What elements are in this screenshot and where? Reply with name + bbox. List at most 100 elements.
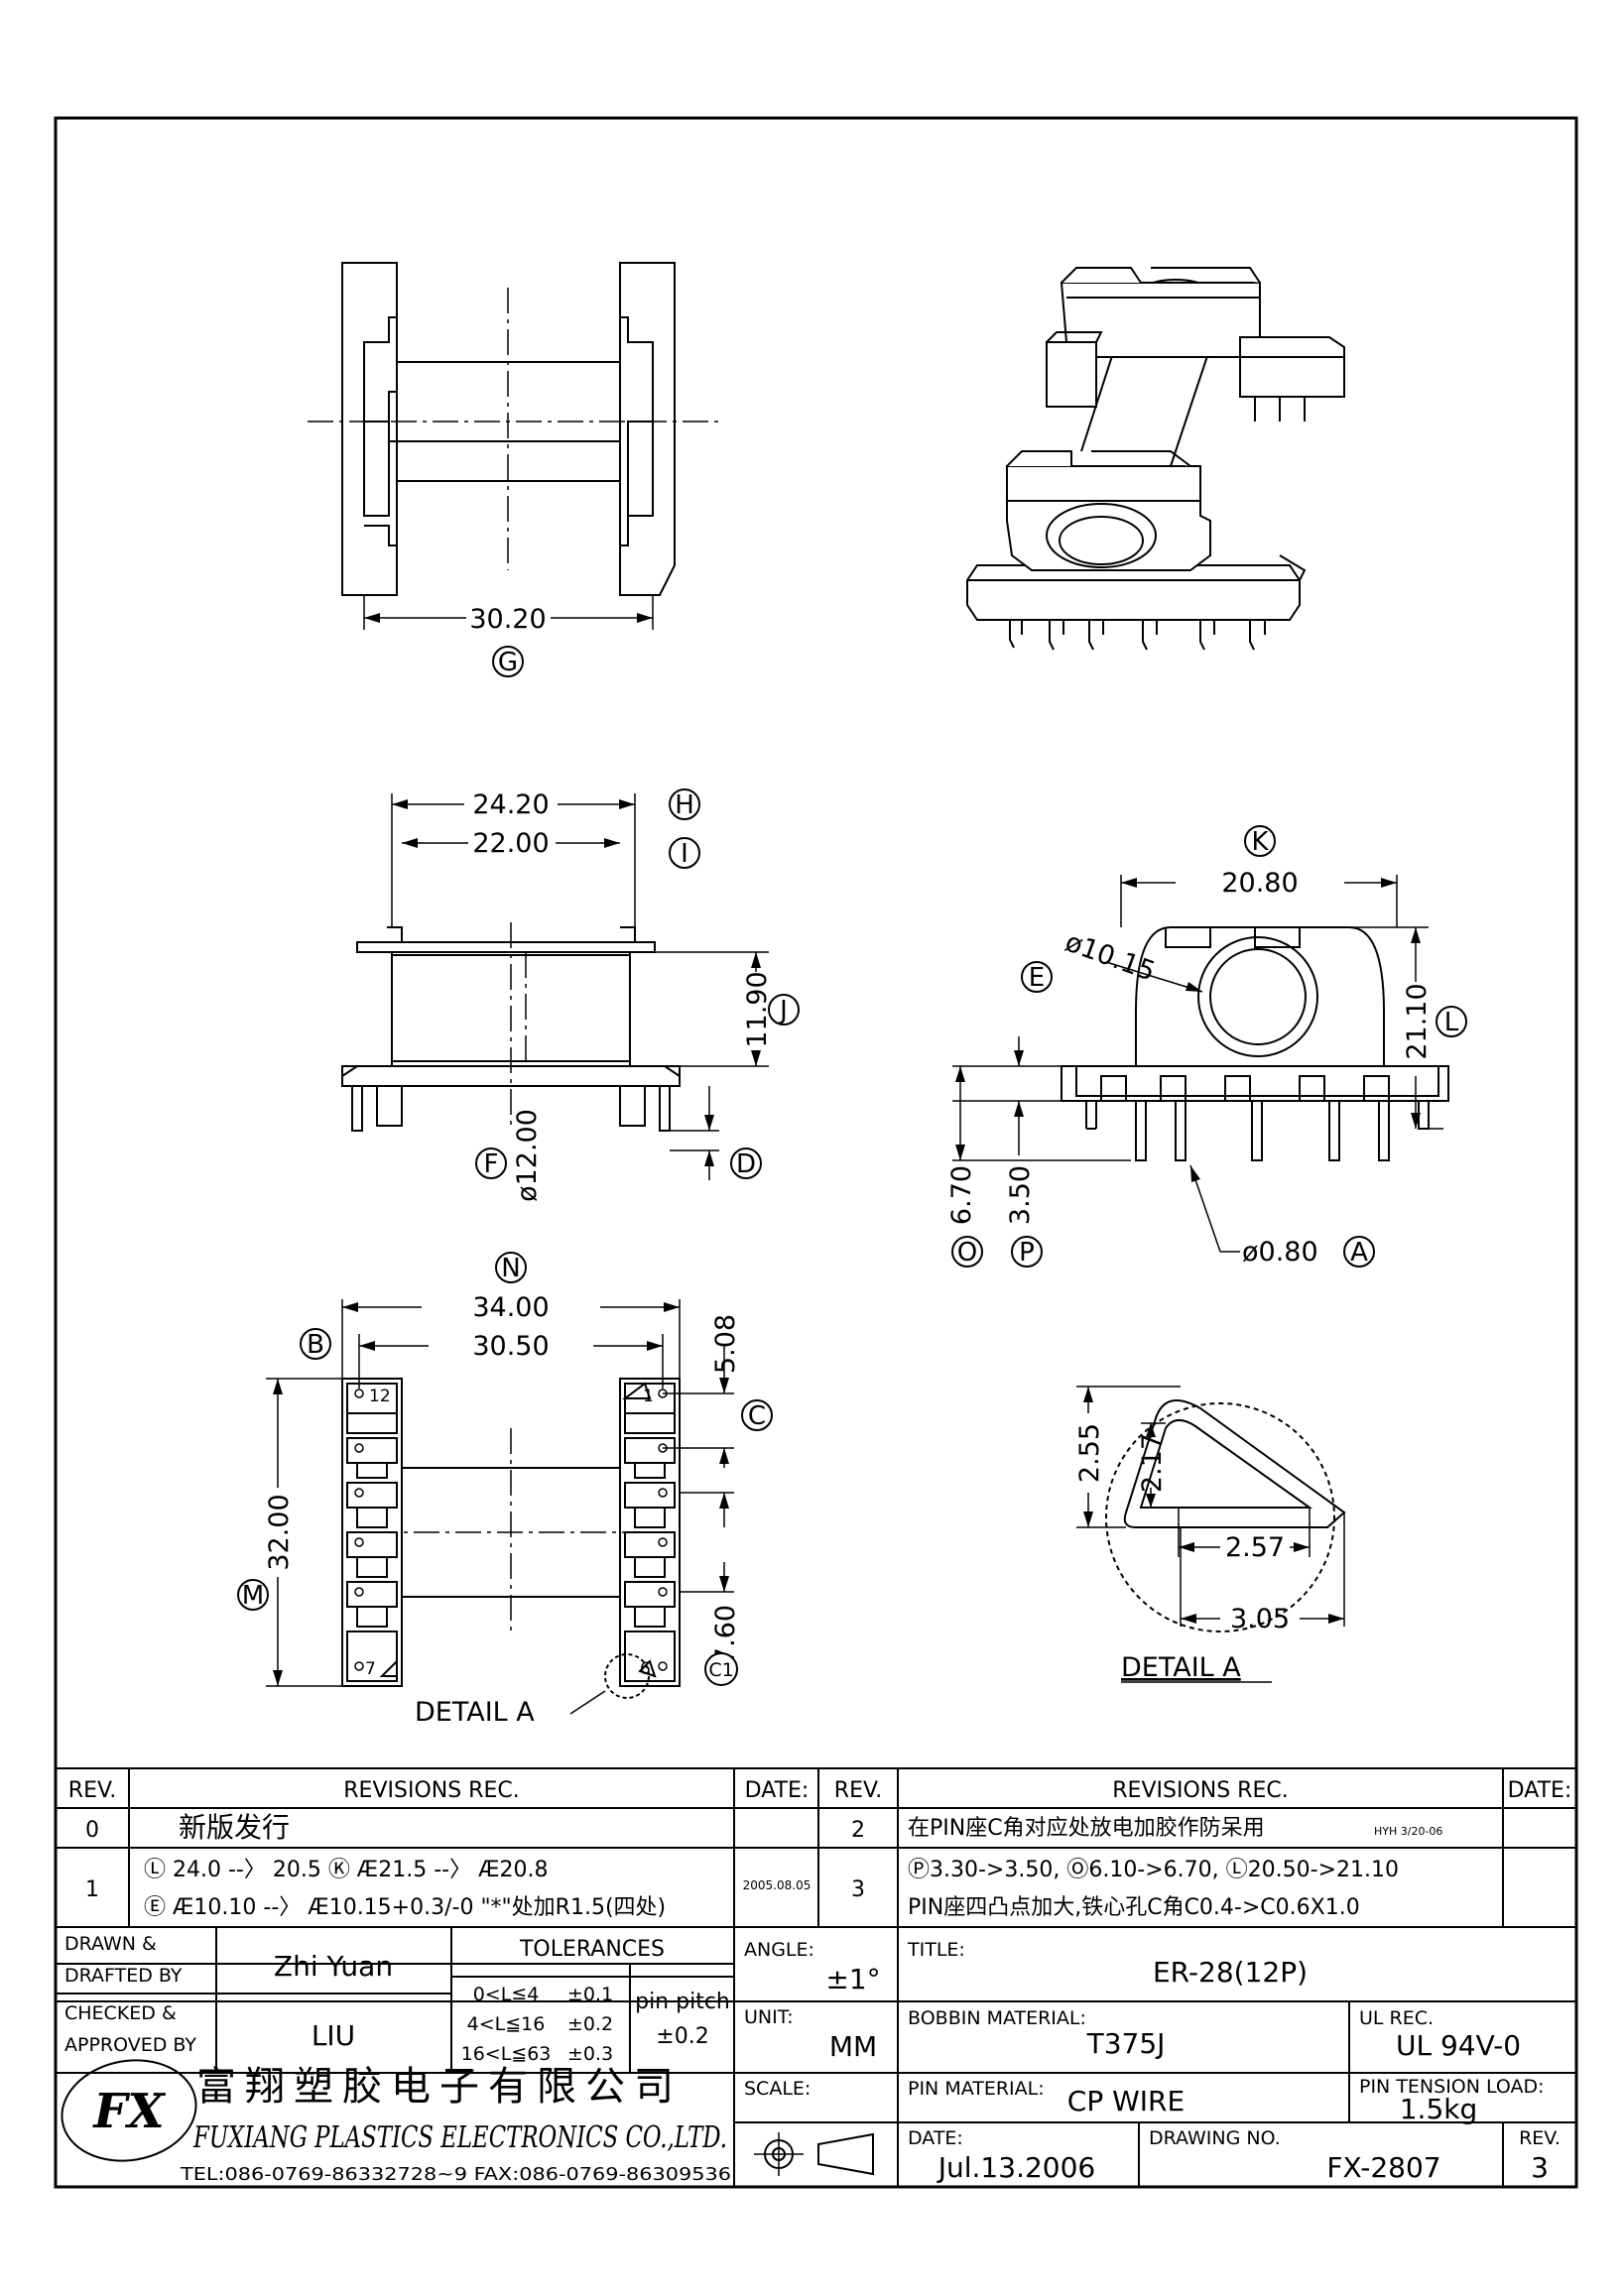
tolerances-header: TOLERANCES [519,1937,665,1962]
dim-g-width: 30.20 [469,604,546,635]
detail-a-title: DETAIL A [1121,1652,1241,1683]
callout-h: H [675,790,694,820]
dim-c-pitch: 5.08 [710,1314,741,1374]
callout-n: N [501,1254,520,1283]
unit-label: UNIT: [744,2006,794,2028]
revisions-header-2: REVISIONS REC. [1112,1778,1288,1803]
dim-detail-h2: 2.17 [1137,1433,1168,1493]
dim-m-height: 32.00 [264,1494,295,1570]
rev-3-text-1: Ⓟ3.30->3.50, Ⓞ6.10->6.70, Ⓛ20.50->21.10 [908,1858,1399,1882]
company-contact: TEL:086-0769-86332728~9 FAX:086-0769-863… [180,2164,731,2185]
dim-e-diameter: ø10.15 [1062,926,1160,987]
dim-n-width: 34.00 [472,1292,549,1323]
side-view: 20.80 K ø10.15 E 21.10 L 6.70 3.50 O P [946,825,1467,1268]
pin-material-value: CP WIRE [1067,2085,1185,2117]
date-header-2: DATE: [1508,1778,1572,1803]
tol-range-2: 16<L≦63 [461,2043,552,2065]
pin-pitch-tol: ±0.2 [656,2024,708,2049]
callout-g: G [498,648,518,677]
angle-label: ANGLE: [744,1939,814,1961]
detail-a-label: DETAIL A [415,1697,535,1728]
company-name-cn: 富翔塑胶电子有限公司 [196,2064,683,2110]
bobbin-material-label: BOBBIN MATERIAL: [908,2007,1086,2029]
callout-f: F [484,1149,499,1179]
dim-detail-w: 2.57 [1225,1532,1285,1563]
dim-j-height: 11.90 [742,971,773,1047]
revisions-header: REVISIONS REC. [343,1778,519,1803]
rev-value: 3 [1531,2151,1549,2184]
dim-l-height: 21.10 [1402,983,1433,1059]
angle-value: ±1° [825,1963,880,1995]
pin-1-label: 1 [643,1387,654,1406]
dim-p-height: 3.50 [1005,1165,1036,1225]
company-name-en: FUXIANG PLASTICS ELECTRONICS CO.,LTD. [192,2120,727,2155]
projection-symbol [754,2132,874,2176]
ul-rec-value: UL 94V-0 [1396,2029,1521,2062]
rev-2-number: 2 [851,1818,865,1843]
top-view: 30.20 G [308,262,724,677]
rev-2-note: HYH 3/20-06 [1374,1825,1442,1838]
drawn-label-2: DRAFTED BY [64,1965,183,1987]
dim-b-width: 30.50 [472,1331,549,1362]
tol-value-1: ±0.2 [567,2013,613,2035]
rev-3-text-2: PIN座四凸点加大,铁心孔C角C0.4->C0.6X1.0 [908,1895,1360,1920]
pin-6-label: 6 [640,1659,651,1679]
rev-0-number: 0 [85,1818,99,1843]
pin-material-label: PIN MATERIAL: [908,2078,1045,2100]
drawing-no-label: DRAWING NO. [1149,2127,1281,2149]
callout-c1: C1 [708,1659,733,1681]
tol-value-2: ±0.3 [567,2043,613,2065]
detail-a-view: 2.55 2.17 2.57 3.05 DETAIL A [1074,1386,1346,1683]
rev-2-text: 在PIN座C角对应处放电加胶作防呆用 [908,1816,1265,1841]
dim-detail-w2: 3.05 [1230,1604,1290,1634]
drawn-by: Zhi Yuan [274,1950,393,1983]
rev-1-text-1: Ⓛ 24.0 --〉 20.5 Ⓚ Æ21.5 --〉 Æ20.8 [144,1858,549,1882]
drawing-no-value: FX-2807 [1326,2151,1440,2184]
rev-1-date: 2005.08.05 [743,1878,812,1892]
tol-range-1: 4<L≦16 [467,2013,546,2035]
rev-label: REV. [1519,2127,1561,2149]
dim-k-width: 20.80 [1221,868,1298,899]
logo-text: FX [91,2084,166,2139]
rev-3-number: 3 [851,1877,865,1902]
callout-m: M [242,1581,264,1611]
ul-rec-label: UL REC. [1359,2007,1434,2029]
dim-o-height: 6.70 [946,1165,977,1225]
callout-p: P [1019,1238,1035,1268]
rev-0-text: 新版发行 [179,1811,290,1844]
callout-i: I [681,839,688,869]
callout-o: O [957,1238,977,1268]
checked-label-2: APPROVED BY [64,2034,196,2056]
callout-d: D [736,1149,756,1179]
callout-a: A [1350,1238,1368,1268]
date-label: DATE: [908,2127,963,2149]
unit-value: MM [829,2030,877,2063]
callout-k: K [1251,827,1269,857]
tol-range-0: 0<L≦4 [473,1984,540,2005]
drawing-frame [54,116,1578,2189]
checked-by: LIU [312,2019,355,2052]
date-value: Jul.13.2006 [937,2151,1095,2184]
isometric-view [966,267,1345,651]
rev-1-text-2: Ⓔ Æ10.10 --〉 Æ10.15+0.3/-0 "*"处加R1.5(四处) [144,1895,666,1920]
pin-tension-value: 1.5kg [1400,2093,1478,2125]
rev-header-2: REV. [834,1778,882,1803]
dim-a-pin: ø0.80 [1242,1237,1318,1268]
callout-e: E [1029,963,1045,993]
callout-c: C [748,1401,766,1431]
pin-7-label: 7 [365,1659,376,1679]
dim-f-diameter: ø12.00 [512,1109,543,1202]
company-logo: FX [61,2059,197,2162]
rev-1-number: 1 [85,1877,99,1902]
dim-h-width: 24.20 [472,789,549,820]
front-view: 24.20 H 22.00 I 11.90 J ø12.00 F D [341,788,800,1202]
callout-j: J [778,996,788,1026]
callout-l: L [1444,1008,1459,1037]
title-value: ER-28(12P) [1153,1956,1308,1989]
date-header: DATE: [745,1778,810,1803]
bottom-view: 12 1 7 6 DETAIL A 34.00 N 30.50 B 32.00 [237,1252,773,1728]
bobbin-material-value: T375J [1086,2027,1166,2060]
checked-label-1: CHECKED & [64,2002,177,2024]
tol-value-0: ±0.1 [567,1984,613,2005]
title-block: REV. REVISIONS REC. DATE: REV. REVISIONS… [56,1767,1576,2187]
